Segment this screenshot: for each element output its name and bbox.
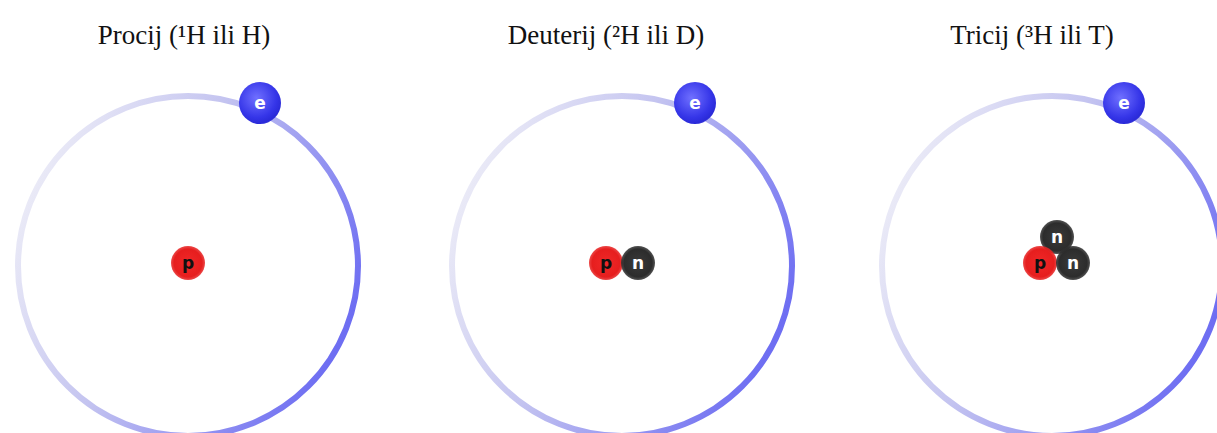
isotope-heading: Deuterij (²H ili D): [508, 20, 704, 51]
electron-orbit: [882, 96, 1217, 433]
particle-letter: n: [1067, 255, 1079, 272]
particle-letter: p: [182, 255, 194, 272]
particle-letter: n: [1051, 229, 1063, 246]
electron-particle: e: [674, 82, 716, 124]
isotope-heading: Procij (¹H ili H): [98, 20, 270, 51]
electron-orbit: [452, 96, 792, 433]
particle-letter: e: [1118, 95, 1130, 112]
particle-letter: p: [600, 255, 612, 272]
electron-orbit: [18, 96, 358, 433]
particle-letter: n: [632, 255, 644, 272]
proton-particle: p: [1023, 246, 1057, 280]
particle-letter: p: [1034, 255, 1046, 272]
neutron-particle: n: [621, 246, 655, 280]
particle-letter: e: [689, 95, 701, 112]
isotope-heading: Tricij (³H ili T): [950, 20, 1113, 51]
particle-letter: e: [254, 95, 266, 112]
proton-particle: p: [589, 246, 623, 280]
proton-particle: p: [171, 246, 205, 280]
electron-particle: e: [239, 82, 281, 124]
neutron-particle: n: [1056, 246, 1090, 280]
electron-particle: e: [1103, 82, 1145, 124]
